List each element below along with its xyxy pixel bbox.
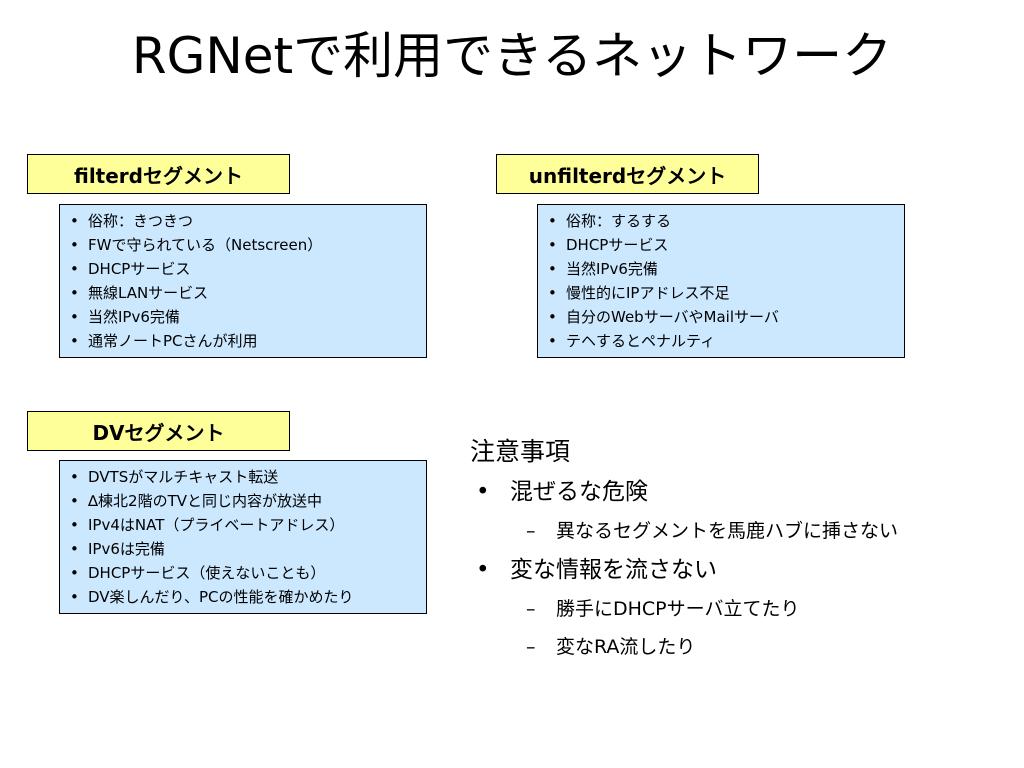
bullet-icon: • [476,557,490,583]
dash-icon: – [526,636,536,658]
note-item: • 混ぜるな危険 [470,472,1010,512]
notes-section: 注意事項 • 混ぜるな危険 – 異なるセグメントを馬鹿ハブに挿さない • 変な情… [470,432,1010,666]
note-subitem-text: 勝手にDHCPサーバ立てたり [556,598,800,620]
filtered-segment-label: filterdセグメント [27,154,290,194]
bullet-icon: • [476,479,490,505]
note-item-text: 混ぜるな危険 [510,479,648,505]
list-item: 当然IPv6完備 [70,305,418,329]
filtered-segment-box: 俗称：きつきつ FWで守られている（Netscreen） DHCPサービス 無線… [59,204,427,358]
note-item-text: 変な情報を流さない [510,557,717,583]
notes-title: 注意事項 [470,437,571,466]
list-item: DVTSがマルチキャスト転送 [70,465,418,489]
dash-icon: – [526,598,536,620]
note-item: • 変な情報を流さない [470,550,1010,590]
list-item: IPv6は完備 [70,537,418,561]
dv-segment-label: DVセグメント [27,411,290,451]
list-item: 慢性的にIPアドレス不足 [548,281,896,305]
unfiltered-segment-label: unfilterdセグメント [496,154,759,194]
list-item: DHCPサービス [70,257,418,281]
list-item: 通常ノートPCさんが利用 [70,329,418,353]
list-item: DV楽しんだり、PCの性能を確かめたり [70,585,418,609]
list-item: 自分のWebサーバやMailサーバ [548,305,896,329]
list-item: 俗称：きつきつ [70,209,418,233]
unfiltered-segment-list: 俗称：するする DHCPサービス 当然IPv6完備 慢性的にIPアドレス不足 自… [548,209,896,353]
list-item: 無線LANサービス [70,281,418,305]
note-subitem-text: 異なるセグメントを馬鹿ハブに挿さない [556,520,899,542]
list-item: IPv4はNAT（プライベートアドレス） [70,513,418,537]
list-item: DHCPサービス [548,233,896,257]
list-item: DHCPサービス（使えないことも） [70,561,418,585]
page-title: RGNetで利用できるネットワーク [131,27,893,85]
list-item: FWで守られている（Netscreen） [70,233,418,257]
dash-icon: – [526,520,536,542]
list-item: テヘするとペナルティ [548,329,896,353]
note-subitem-text: 変なRA流したり [556,636,696,658]
note-subitem: – 変なRA流したり [470,628,1010,666]
list-item: 俗称：するする [548,209,896,233]
note-subitem: – 異なるセグメントを馬鹿ハブに挿さない [470,512,1010,550]
filtered-segment-list: 俗称：きつきつ FWで守られている（Netscreen） DHCPサービス 無線… [70,209,418,353]
dv-segment-box: DVTSがマルチキャスト転送 ∆棟北2階のTVと同じ内容が放送中 IPv4はNA… [59,460,427,614]
list-item: ∆棟北2階のTVと同じ内容が放送中 [70,489,418,513]
list-item: 当然IPv6完備 [548,257,896,281]
unfiltered-segment-box: 俗称：するする DHCPサービス 当然IPv6完備 慢性的にIPアドレス不足 自… [537,204,905,358]
dv-segment-list: DVTSがマルチキャスト転送 ∆棟北2階のTVと同じ内容が放送中 IPv4はNA… [70,465,418,609]
note-subitem: – 勝手にDHCPサーバ立てたり [470,590,1010,628]
